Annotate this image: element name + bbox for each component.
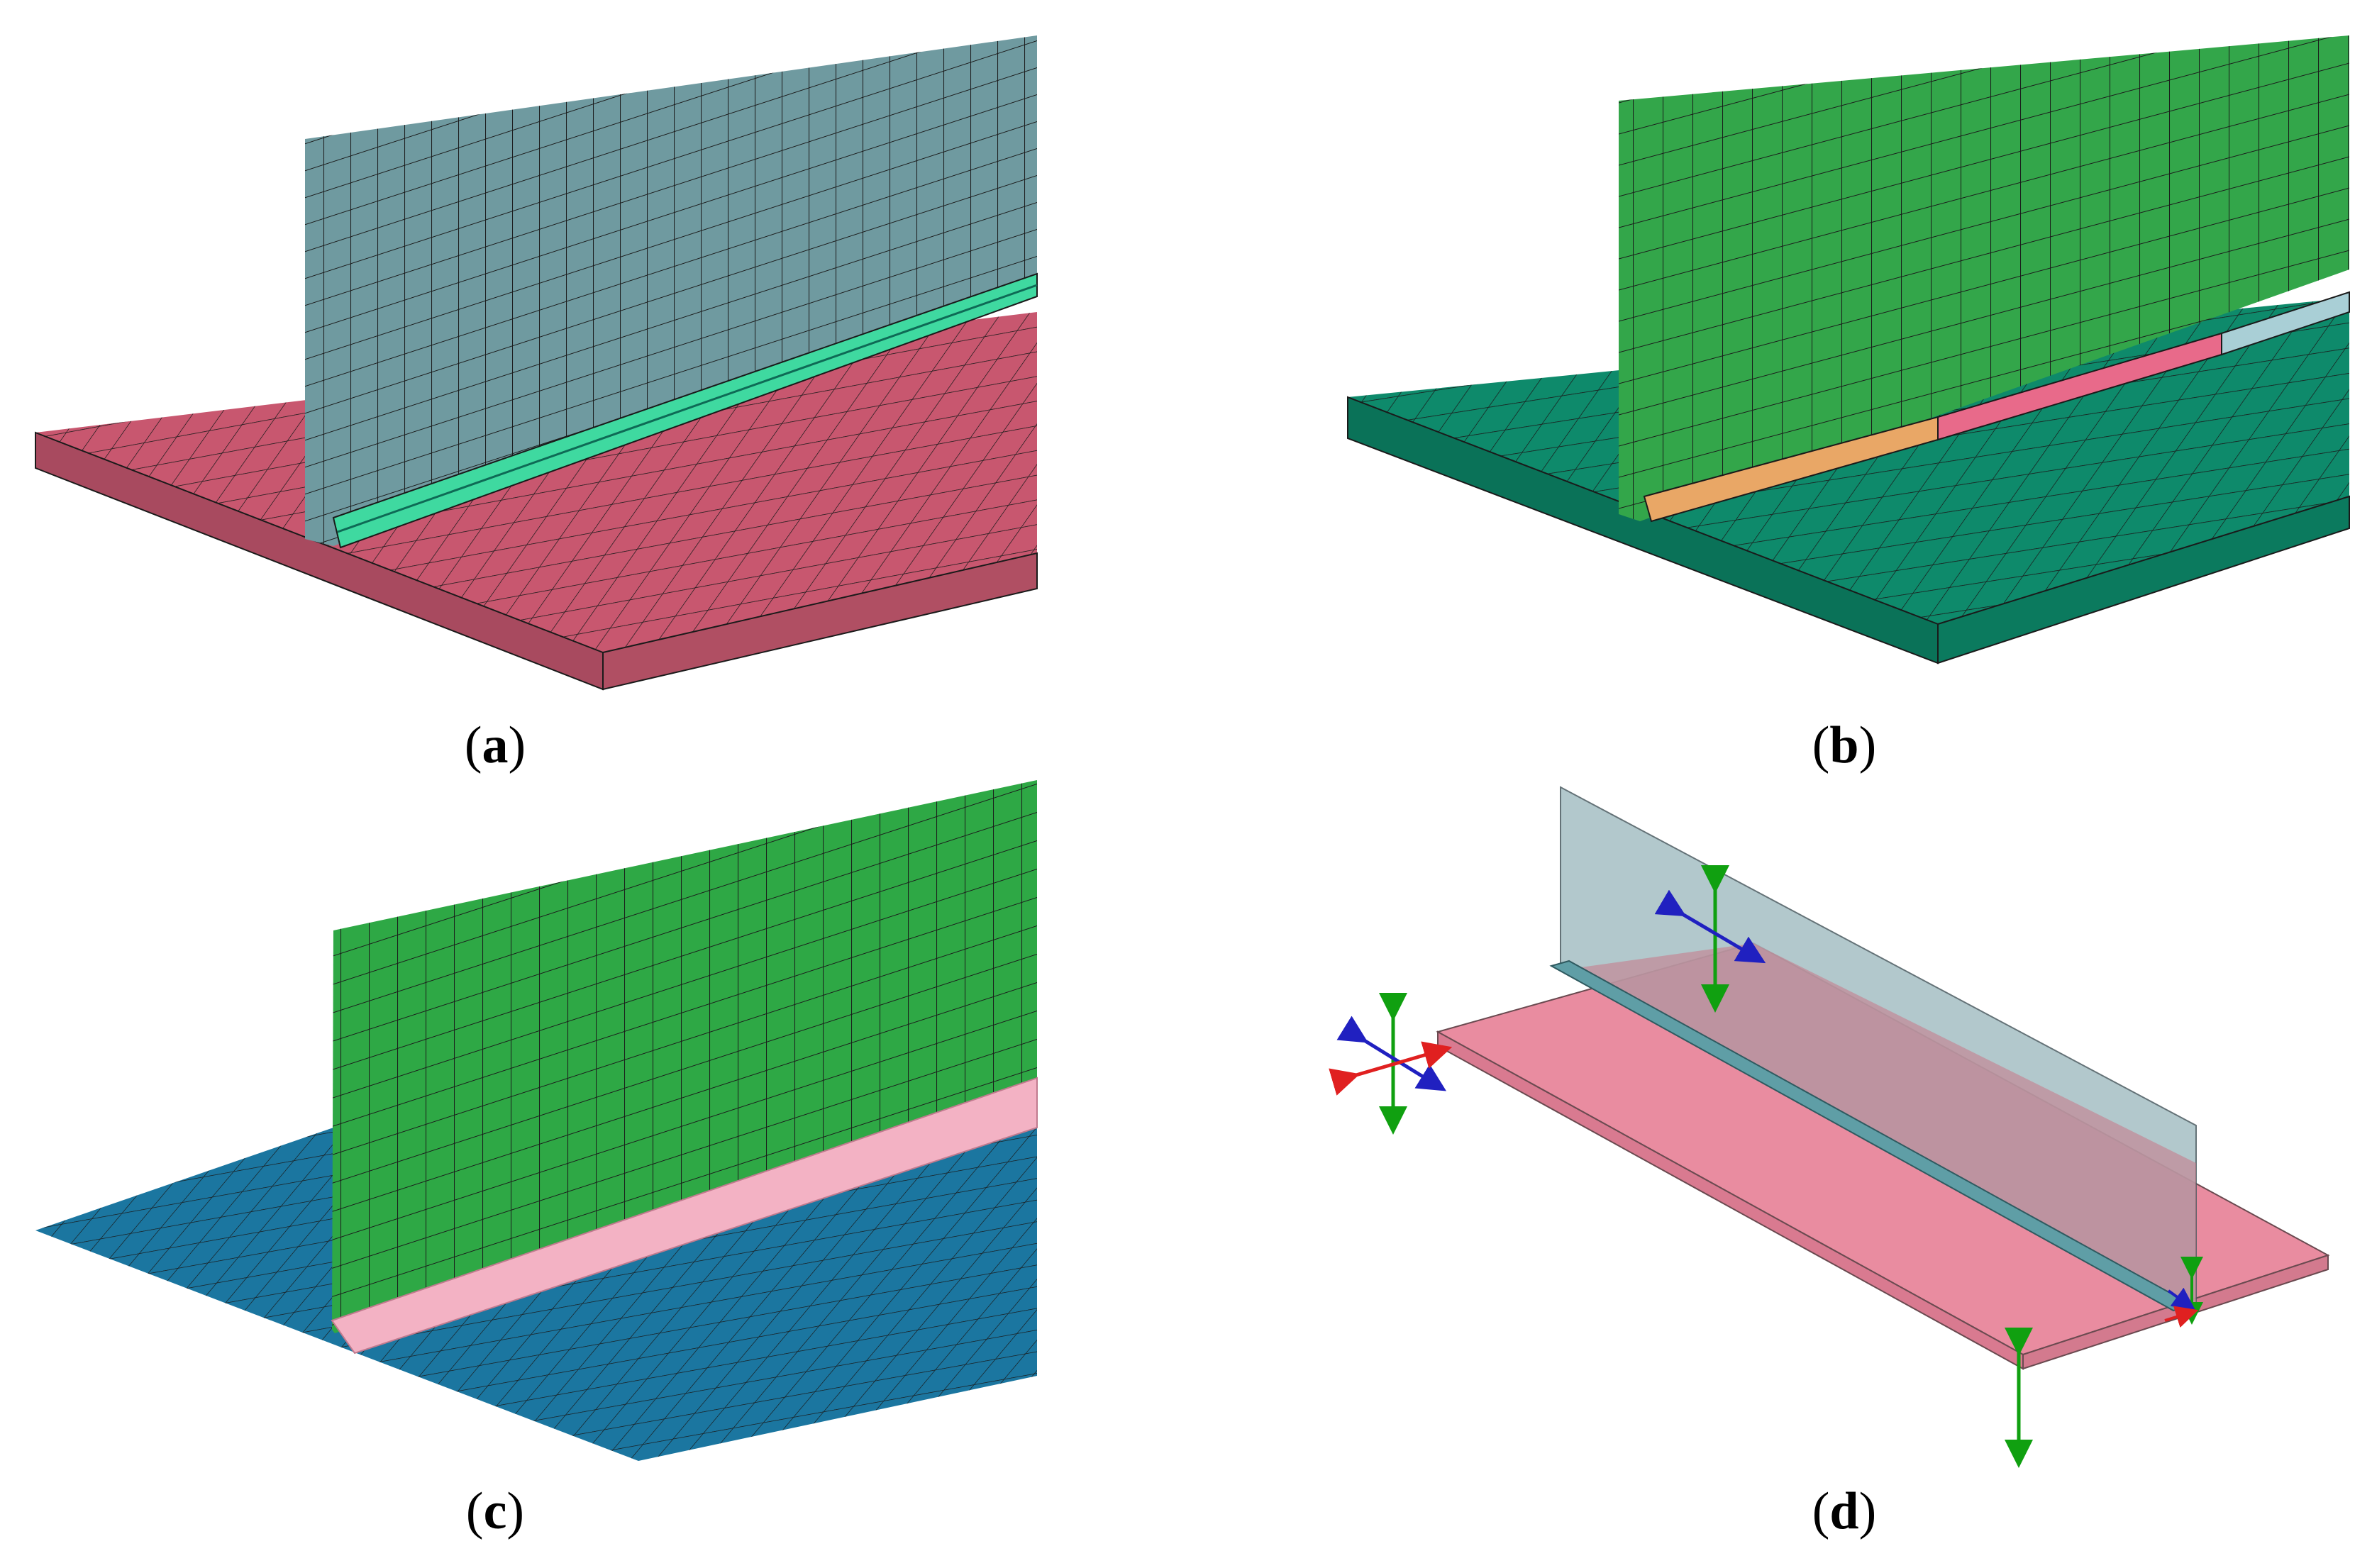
panel-b-weld-segment-3 <box>2221 291 2350 356</box>
panel-c-mesh <box>0 780 1186 1489</box>
arrow-group-top <box>1654 865 1766 1013</box>
panel-a-weld <box>332 272 1038 549</box>
panel-d-geometry <box>1186 780 2372 1489</box>
panel-d-svg <box>1329 786 2330 1468</box>
panel-a-mesh <box>0 0 1186 709</box>
caption-c: (c) <box>465 1482 525 1540</box>
caption-b: (b) <box>1812 716 1877 774</box>
panel-c-svg <box>35 780 1038 1461</box>
arrow-group-right <box>2164 1257 2203 1328</box>
caption-a: (a) <box>464 716 526 774</box>
panel-a-svg <box>35 35 1038 691</box>
panel-c-weld <box>331 1077 1038 1355</box>
arrow-group-left <box>1329 993 1453 1135</box>
panel-b-svg <box>1347 35 2350 665</box>
panel-b-mesh <box>1186 0 2372 709</box>
caption-d: (d) <box>1812 1482 1877 1540</box>
